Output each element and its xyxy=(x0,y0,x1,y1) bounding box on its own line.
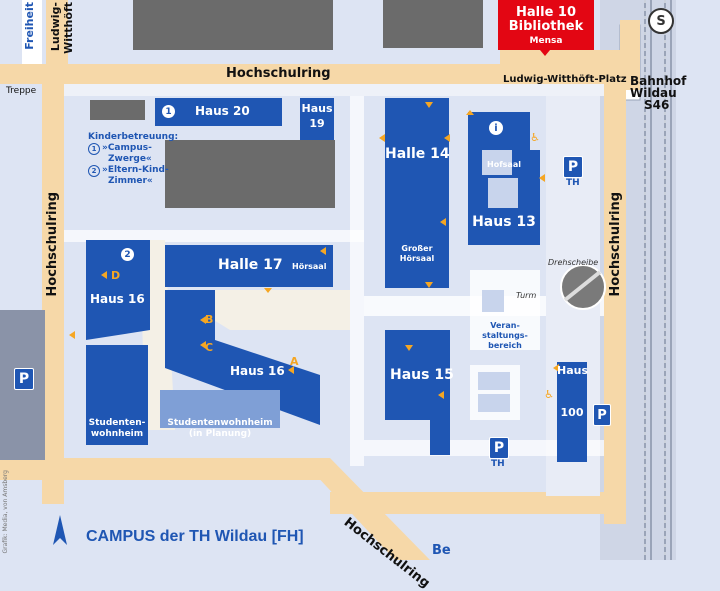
studentenwohnheim-line2: wohnheim xyxy=(90,429,144,439)
grosser-hoersaal-line2: Hörsaal xyxy=(399,254,435,263)
parking-th-icon[interactable]: P xyxy=(563,156,583,178)
wheelchair-icon: ♿ xyxy=(530,130,540,144)
info-icon[interactable]: i xyxy=(489,121,503,135)
halle10-label: Halle 10 Bibliothek Mensa xyxy=(498,6,594,48)
haus16-west-building xyxy=(86,240,150,340)
road-label-ludwig-1: Ludwig- xyxy=(49,2,62,52)
wheelchair-icon-2: ♿ xyxy=(544,387,554,401)
halle10-line2: Bibliothek xyxy=(508,19,584,34)
halle17-label: Halle 17 xyxy=(218,257,283,273)
halle14-building xyxy=(385,98,449,288)
marker-c-label: C xyxy=(205,341,214,354)
haus100-label-2: 100 xyxy=(560,406,584,419)
drehscheibe-label: Drehscheibe xyxy=(548,258,599,267)
veranstaltung-line3: bereich xyxy=(488,341,522,350)
studentenwohnheim-label: Studenten- wohnheim xyxy=(86,418,148,440)
haus15-label: Haus 15 xyxy=(390,367,454,383)
station-line1: Bahnhof xyxy=(630,74,687,88)
grey-building-small xyxy=(90,100,145,120)
campus-title: CAMPUS der TH Wildau [FH] xyxy=(86,528,304,545)
haus19-building xyxy=(300,98,334,140)
station-line2: Wildau xyxy=(630,86,677,100)
grosser-hoersaal-line1: Großer xyxy=(401,244,433,253)
studentenwohnheim-planung-label: Studentenwohnheim (in Planung) xyxy=(160,418,280,440)
veranstaltungsbereich-label: Veran- staltungs- bereich xyxy=(470,321,540,351)
legend-item2-line2: Zimmer« xyxy=(108,176,153,186)
legend-item2-line1: »Eltern-Kind- xyxy=(102,165,169,175)
credit-text: Grafik: Media, von Amsberg xyxy=(2,470,9,554)
halle14-label: Halle 14 xyxy=(385,146,450,162)
parking-left-icon[interactable]: P xyxy=(14,368,34,390)
haus19-line1: Haus xyxy=(301,102,333,115)
station-label: Bahnhof Wildau S46 xyxy=(630,75,686,111)
haus16-west-label: Haus 16 xyxy=(90,292,145,306)
road-label-hochschulring-right: Hochschulring xyxy=(608,192,623,297)
haus100-label-1: Haus xyxy=(557,364,589,377)
grey-building-top-left xyxy=(133,0,333,50)
marker-a-label: A xyxy=(290,355,299,368)
veranstaltungsbereich xyxy=(470,270,540,350)
label-be: Be xyxy=(432,543,451,558)
studentenwohnheim-planung-line1: Studentenwohnheim xyxy=(167,418,273,428)
grosser-hoersaal-label: Großer Hörsaal xyxy=(385,244,449,264)
haus16-south-label: Haus 16 xyxy=(230,364,285,378)
halle10-line3: Mensa xyxy=(529,36,563,46)
halle17-building xyxy=(165,245,333,287)
marker-d-label: D xyxy=(111,269,121,282)
parking-th-label: TH xyxy=(566,178,580,188)
north-arrow-icon xyxy=(53,515,67,545)
road-label-ludwig-2: Witthöft xyxy=(62,2,75,54)
road-network xyxy=(0,0,640,560)
parking-right-icon[interactable]: P xyxy=(593,404,611,426)
haus20-label: Haus 20 xyxy=(195,104,250,118)
haus19-line2: 19 xyxy=(309,117,325,130)
kinderbetreuung-title: Kinderbetreuung: xyxy=(88,132,179,142)
haus100-building xyxy=(557,362,587,462)
hofsaal-label: Hofsaal xyxy=(487,160,521,169)
road-label-freiheit: Freiheit xyxy=(23,2,36,50)
marker-1-icon: 1 xyxy=(162,105,175,118)
road-label-hochschulring-top: Hochschulring xyxy=(226,66,331,81)
haus15-building xyxy=(385,330,450,455)
halle10-line1: Halle 10 xyxy=(516,5,576,20)
road-label-hochschulring-left: Hochschulring xyxy=(45,192,60,297)
studentenwohnheim-planung-line2: (in Planung) xyxy=(188,429,252,439)
marker-b-label: B xyxy=(205,313,214,326)
grey-building-large xyxy=(165,140,335,208)
marker-2-icon: 2 xyxy=(121,248,134,261)
haus19-label: Haus 19 xyxy=(300,101,334,131)
legend-marker-1-icon: 1 xyxy=(88,143,100,155)
label-platz: Ludwig-Witthöft-Platz xyxy=(503,74,627,85)
hofsaal-courtyard xyxy=(482,150,512,175)
haus20-building xyxy=(155,98,282,126)
hoersaal-label: Hörsaal xyxy=(292,262,327,271)
parking-bottom-label: TH xyxy=(491,459,505,469)
studentenwohnheim-line1: Studenten- xyxy=(88,418,146,428)
station-line3: S46 xyxy=(644,98,670,112)
kinderbetreuung-legend: Kinderbetreuung: 1 »Campus- Zwerge« 2 »E… xyxy=(88,132,178,187)
legend-item1-line2: Zwerge« xyxy=(108,154,152,164)
legend-marker-2-icon: 2 xyxy=(88,165,100,177)
haus13-label: Haus 13 xyxy=(472,214,536,230)
legend-item1-line1: »Campus- xyxy=(102,143,152,153)
haus16-south-building xyxy=(165,290,320,425)
s-bahn-icon[interactable]: S xyxy=(648,8,674,34)
haus16-west-lower xyxy=(86,345,148,445)
campus-map xyxy=(0,0,720,560)
halle10-building xyxy=(498,0,594,50)
parking-bottom-icon[interactable]: P xyxy=(489,437,509,459)
veranstaltung-line2: staltungs- xyxy=(482,331,528,340)
grey-building-top-middle xyxy=(383,0,483,48)
label-treppe: Treppe xyxy=(6,86,37,96)
veranstaltung-line1: Veran- xyxy=(490,321,520,330)
turm-label: Turm xyxy=(516,291,537,300)
